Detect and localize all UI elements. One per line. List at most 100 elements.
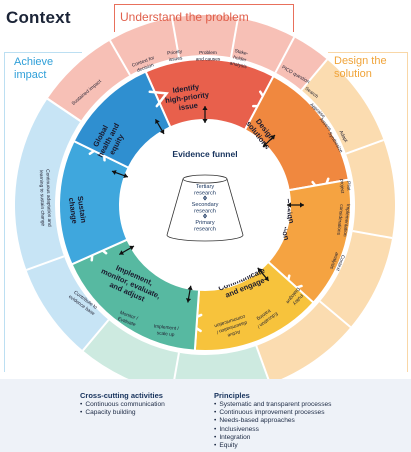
- funnel-top-rim: [182, 174, 228, 184]
- arrow-head: [185, 298, 192, 303]
- stage-label-line: issue: [178, 101, 198, 113]
- design-solution-bracket: [328, 52, 408, 372]
- outer-ring-band: [82, 319, 269, 379]
- arrow-head: [300, 202, 304, 208]
- arrow-head: [203, 197, 207, 201]
- principle-item: Inclusiveness: [214, 426, 331, 434]
- design-solution-title: Design the solution: [334, 55, 387, 80]
- outer-ring-band: [15, 98, 109, 351]
- outer-divider: [255, 345, 270, 379]
- outer-divider: [345, 139, 384, 155]
- arrow-head: [119, 250, 125, 255]
- crosscutting-heading: Cross-cutting activities: [80, 391, 163, 400]
- context-title: Context: [6, 8, 71, 27]
- arrow-head: [203, 215, 207, 219]
- outer-label-implement-scale-up: Implement /scale up: [153, 323, 179, 338]
- arrow-head: [187, 285, 193, 291]
- funnel-tier-label: Secondary: [192, 202, 219, 208]
- evidence-funnel-title: Evidence funnel: [172, 149, 237, 159]
- cycle-wheel: Identifyhigh-priorityissueDesignsolution…: [15, 14, 395, 379]
- inner-circle: [122, 122, 288, 288]
- outer-label-line: learning to sustain change: [38, 170, 46, 227]
- outer-label-line: holder: [233, 54, 248, 63]
- outer-divider: [46, 97, 82, 122]
- funnel-tier-label: research: [194, 209, 216, 215]
- outer-divider: [26, 255, 65, 271]
- arrow-head: [257, 267, 263, 273]
- stage-label-line: Identify: [172, 82, 200, 95]
- outer-divider: [171, 17, 180, 58]
- achieve-impact-title: Achieve impact: [14, 56, 54, 81]
- outer-divider: [319, 300, 352, 328]
- principle-item: Needs-based approaches: [214, 417, 331, 425]
- outer-divider: [173, 352, 180, 379]
- outer-ring-band: [47, 14, 328, 122]
- stage-label-line: Sustain: [76, 195, 89, 223]
- outer-label-line: Active: [226, 328, 241, 338]
- arrow-head: [129, 245, 134, 251]
- principle-item: Equity: [214, 442, 331, 450]
- outer-label-line: Problem: [199, 50, 217, 56]
- outer-label-line: issues: [168, 55, 183, 63]
- outer-divider: [82, 319, 110, 352]
- outer-label-line: Continuous adaptation and: [44, 169, 52, 227]
- arrow-head: [159, 129, 165, 134]
- outer-label-line: analysis: [229, 60, 248, 70]
- funnel-sides: [166, 178, 244, 236]
- achieve-impact-bracket: [4, 52, 82, 372]
- crosscutting-item: Capacity building: [80, 409, 165, 417]
- funnel-tier-label: research: [194, 191, 216, 197]
- outer-label-adapt: Adapt: [338, 130, 349, 144]
- outer-divider: [300, 58, 328, 91]
- arrow-head: [262, 142, 268, 148]
- funnel-tier-label: Tertiary: [196, 184, 215, 190]
- outer-label-line: and causes: [196, 56, 221, 62]
- arrow-head: [155, 119, 160, 125]
- outer-label-line: project: [339, 179, 346, 194]
- arrow-head: [203, 195, 207, 199]
- arrow-head: [202, 106, 208, 110]
- principle-item: Systematic and transparent processes: [214, 401, 331, 409]
- outer-label-line: analysis: [328, 251, 340, 270]
- outer-label-line: Context: [334, 254, 346, 272]
- arrow-head: [202, 119, 208, 123]
- outer-label-line: Adapt: [338, 130, 349, 144]
- arrow-head: [264, 276, 269, 281]
- crosscutting-item: Continuous communication: [80, 401, 165, 409]
- funnel-tier-label: research: [194, 227, 216, 233]
- arrow-head: [203, 213, 207, 217]
- outer-label-line: Stake-: [234, 48, 249, 57]
- principles-list: Systematic and transparent processes Con…: [214, 401, 331, 450]
- principle-item: Integration: [214, 434, 331, 442]
- understand-problem-title: Understand the problem: [120, 10, 249, 24]
- crosscutting-list: Continuous communication Capacity buildi…: [80, 401, 165, 417]
- outer-label-line: considerations: [335, 204, 344, 236]
- outer-label-line: scale up: [156, 330, 175, 338]
- outer-ring-band: [256, 59, 395, 379]
- stage-sector-global-health: [72, 70, 172, 170]
- outer-label-line: Implement /: [153, 323, 179, 332]
- principles-heading: Principles: [214, 391, 250, 400]
- outer-divider: [230, 17, 239, 58]
- stage-label-line: change: [67, 197, 80, 224]
- outer-divider: [352, 230, 393, 239]
- outer-divider: [109, 39, 131, 76]
- cycle-arrow: [148, 90, 169, 108]
- arrow-head: [287, 202, 291, 208]
- outer-divider: [274, 36, 296, 74]
- funnel-bottom-rim: [166, 234, 244, 242]
- arrow-head: [123, 173, 128, 179]
- outer-label-line: Pilot: [345, 181, 351, 191]
- funnel-tier-label: Primary: [195, 220, 214, 226]
- principle-item: Continuous improvement processes: [214, 409, 331, 417]
- outer-label-line: Priority: [167, 49, 183, 57]
- arrow-head: [111, 170, 117, 175]
